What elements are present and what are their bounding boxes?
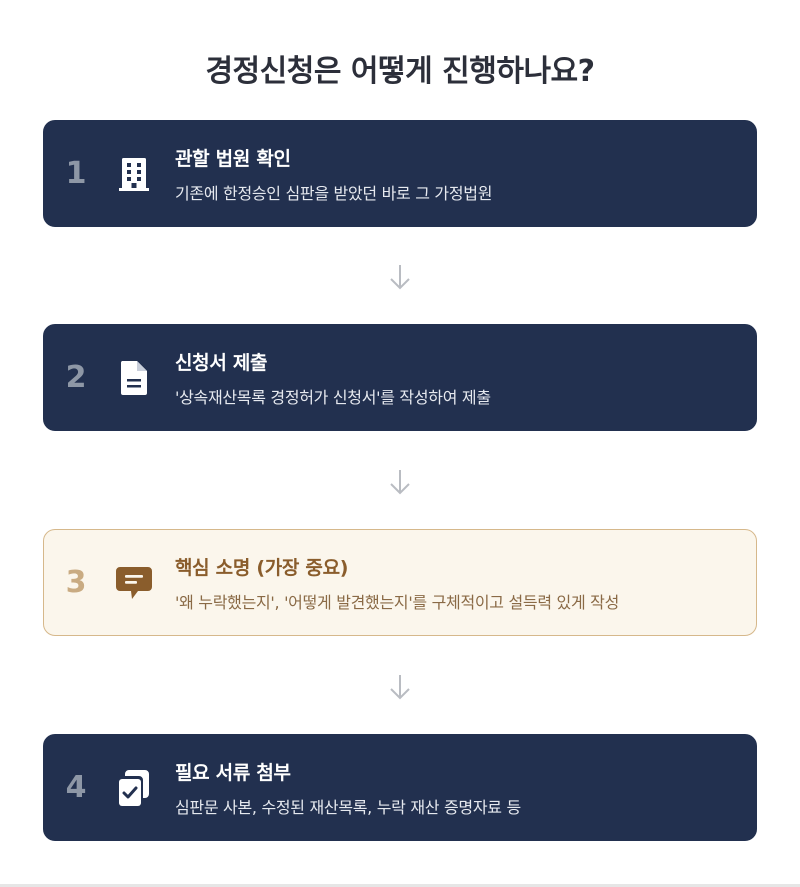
- arrow-down-icon: [390, 265, 410, 290]
- step-description: '왜 누락했는지', '어떻게 발견했는지'를 구체적이고 설득력 있게 작성: [175, 592, 620, 612]
- arrow-down-icon: [390, 470, 410, 495]
- bottom-divider: [0, 884, 800, 887]
- step-description: '상속재산목록 경정허가 신청서'를 작성하여 제출: [175, 387, 491, 407]
- step-title: 필요 서류 첨부: [175, 761, 291, 784]
- step-description: 기존에 한정승인 심판을 받았던 바로 그 가정법원: [175, 183, 493, 203]
- step-card-4: 4 필요 서류 첨부 심판문 사본, 수정된 재산목록, 누락 재산 증명자료 …: [43, 734, 757, 841]
- step-description: 심판문 사본, 수정된 재산목록, 누락 재산 증명자료 등: [175, 797, 521, 817]
- step-number: 4: [65, 770, 87, 805]
- page-title: 경정신청은 어떻게 진행하나요?: [205, 54, 595, 89]
- arrow-down-icon: [390, 675, 410, 700]
- step-title: 신청서 제출: [175, 351, 268, 374]
- document-icon: [111, 355, 157, 401]
- step-number: 3: [65, 565, 87, 600]
- building-icon: [111, 151, 157, 197]
- step-title: 관할 법원 확인: [175, 147, 291, 170]
- step-number: 2: [65, 360, 87, 395]
- copy-check-icon: [111, 765, 157, 811]
- step-title: 핵심 소명 (가장 중요): [175, 556, 349, 579]
- step-number: 1: [65, 156, 87, 191]
- comment-icon: [111, 560, 157, 606]
- step-card-3: 3 핵심 소명 (가장 중요) '왜 누락했는지', '어떻게 발견했는지'를 …: [43, 529, 757, 636]
- step-card-2: 2 신청서 제출 '상속재산목록 경정허가 신청서'를 작성하여 제출: [43, 324, 757, 431]
- step-card-1: 1 관할 법원 확인 기존에 한정승인 심판을 받았던 바로 그 가정법원: [43, 120, 757, 227]
